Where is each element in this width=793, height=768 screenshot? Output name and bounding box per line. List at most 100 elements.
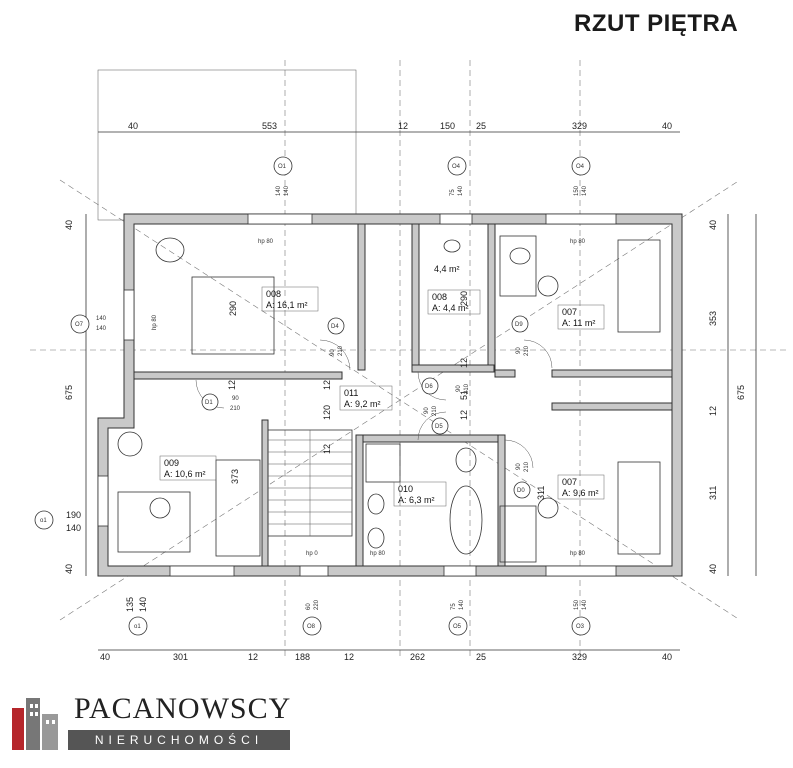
right-dim: 353 bbox=[708, 311, 718, 326]
svg-text:O8: O8 bbox=[307, 624, 316, 630]
room-number: 007 bbox=[562, 477, 577, 487]
room-area: A: 10,6 m² bbox=[164, 469, 206, 479]
bottom-dim: 12 bbox=[248, 652, 258, 662]
door-dim: 210 bbox=[524, 461, 530, 472]
room-number: 008 bbox=[266, 289, 281, 299]
svg-text:D4: D4 bbox=[331, 324, 339, 330]
furniture bbox=[117, 235, 661, 563]
extra-area-label: 4,4 m² bbox=[434, 264, 460, 274]
window-height: 220 bbox=[314, 599, 320, 610]
left-dim: 675 bbox=[64, 385, 74, 400]
door-dim: 210 bbox=[432, 405, 438, 416]
room-number: 011 bbox=[344, 388, 358, 398]
windows bbox=[97, 213, 617, 577]
window-tag: O5 bbox=[448, 616, 468, 636]
window-height: 190 bbox=[66, 510, 81, 520]
window-tag: o1 bbox=[128, 616, 148, 636]
window-height: 135 bbox=[125, 597, 135, 612]
svg-text:O3: O3 bbox=[576, 624, 585, 630]
window-height: 140 bbox=[458, 185, 464, 196]
hp-label: hp 80 bbox=[570, 551, 586, 557]
svg-text:o1: o1 bbox=[40, 518, 47, 524]
door-dim: 210 bbox=[338, 345, 344, 356]
room-number: 007 bbox=[562, 307, 577, 317]
window-tag: O1 bbox=[273, 156, 293, 176]
building-icon bbox=[12, 698, 58, 750]
inner-dim: 120 bbox=[322, 405, 332, 420]
room-label-storage: 008 A: 4,4 m² bbox=[427, 289, 481, 315]
right-dim: 40 bbox=[708, 220, 718, 230]
svg-text:O7: O7 bbox=[75, 322, 84, 328]
hp-label: hp 80 bbox=[570, 239, 586, 245]
hp-label: hp 80 bbox=[152, 314, 158, 330]
door-dim: 90 bbox=[330, 349, 336, 356]
room-area: A: 9,6 m² bbox=[562, 488, 599, 498]
hp-label: hp 80 bbox=[258, 239, 274, 245]
inner-dim: 12 bbox=[322, 444, 332, 454]
room-area: A: 16,1 m² bbox=[266, 300, 308, 310]
room-area: A: 11 m² bbox=[562, 318, 595, 328]
svg-text:D1: D1 bbox=[205, 400, 213, 406]
window-height: 140 bbox=[582, 599, 588, 610]
svg-text:O4: O4 bbox=[452, 164, 461, 170]
inner-dim: 12 bbox=[227, 380, 237, 390]
bottom-dim: 12 bbox=[344, 652, 354, 662]
window-height: 140 bbox=[96, 326, 107, 332]
bottom-dim: 188 bbox=[295, 652, 310, 662]
room-area: A: 9,2 m² bbox=[344, 399, 381, 409]
door-tag: D1 bbox=[201, 393, 219, 411]
door-dim: 90 bbox=[456, 385, 462, 392]
window-height: 140 bbox=[276, 185, 282, 196]
svg-text:O1: O1 bbox=[278, 164, 287, 170]
top-dim: 40 bbox=[662, 121, 672, 131]
inner-dim: 373 bbox=[230, 469, 240, 484]
svg-text:O4: O4 bbox=[576, 164, 585, 170]
top-dim: 40 bbox=[128, 121, 138, 131]
room-number: 008 bbox=[432, 292, 447, 302]
room-label-bedroom-3: 009 A: 10,6 m² bbox=[159, 455, 217, 481]
door-dim: 210 bbox=[464, 383, 470, 394]
window-tag: O3 bbox=[571, 616, 591, 636]
svg-text:D5: D5 bbox=[435, 424, 443, 430]
door-dim: 210 bbox=[524, 345, 530, 356]
bottom-dim: 329 bbox=[572, 652, 587, 662]
right-outer-dim: 675 bbox=[736, 385, 746, 400]
svg-text:D6: D6 bbox=[425, 384, 433, 390]
room-label-hall: 011 A: 9,2 m² bbox=[339, 385, 393, 411]
left-dim: 40 bbox=[64, 220, 74, 230]
door-dim: 90 bbox=[424, 407, 430, 414]
top-dim: 12 bbox=[398, 121, 408, 131]
bottom-dim: 25 bbox=[476, 652, 486, 662]
door-tag: D5 bbox=[431, 417, 449, 435]
logo-subtitle: NIERUCHOMOŚCI bbox=[68, 730, 290, 750]
window-height: 140 bbox=[459, 599, 465, 610]
top-dim: 25 bbox=[476, 121, 486, 131]
room-number: 009 bbox=[164, 458, 179, 468]
door-tag: D6 bbox=[421, 377, 439, 395]
window-height: 75 bbox=[450, 189, 456, 196]
window-height: 150 bbox=[574, 185, 580, 196]
logo-name: PACANOWSCY bbox=[74, 692, 292, 725]
inner-walls bbox=[133, 223, 673, 567]
inner-dim: 12 bbox=[459, 410, 469, 420]
right-dim: 311 bbox=[708, 486, 718, 500]
door-tag: D4 bbox=[327, 317, 345, 335]
window-height: 140 bbox=[284, 185, 290, 196]
stairs bbox=[267, 429, 353, 537]
inner-dim: 12 bbox=[322, 380, 332, 390]
room-label-bedroom-1: 008 A: 16,1 m² bbox=[261, 286, 319, 312]
window-height: 140 bbox=[96, 316, 107, 322]
door-dim: 90 bbox=[516, 347, 522, 354]
door-dim: 210 bbox=[230, 406, 241, 412]
window-tag: O4 bbox=[571, 156, 591, 176]
outer-walls bbox=[97, 213, 683, 577]
window-tag: o1 bbox=[34, 510, 54, 530]
company-logo: PACANOWSCY NIERUCHOMOŚCI bbox=[8, 688, 298, 758]
inner-dim: 290 bbox=[228, 301, 238, 316]
room-area: A: 4,4 m² bbox=[432, 303, 469, 313]
window-height: 140 bbox=[66, 523, 81, 533]
hp-label: hp 0 bbox=[306, 551, 318, 557]
inner-dim: 290 bbox=[459, 291, 469, 306]
door-dim: 90 bbox=[516, 463, 522, 470]
right-dim: 40 bbox=[708, 564, 718, 574]
